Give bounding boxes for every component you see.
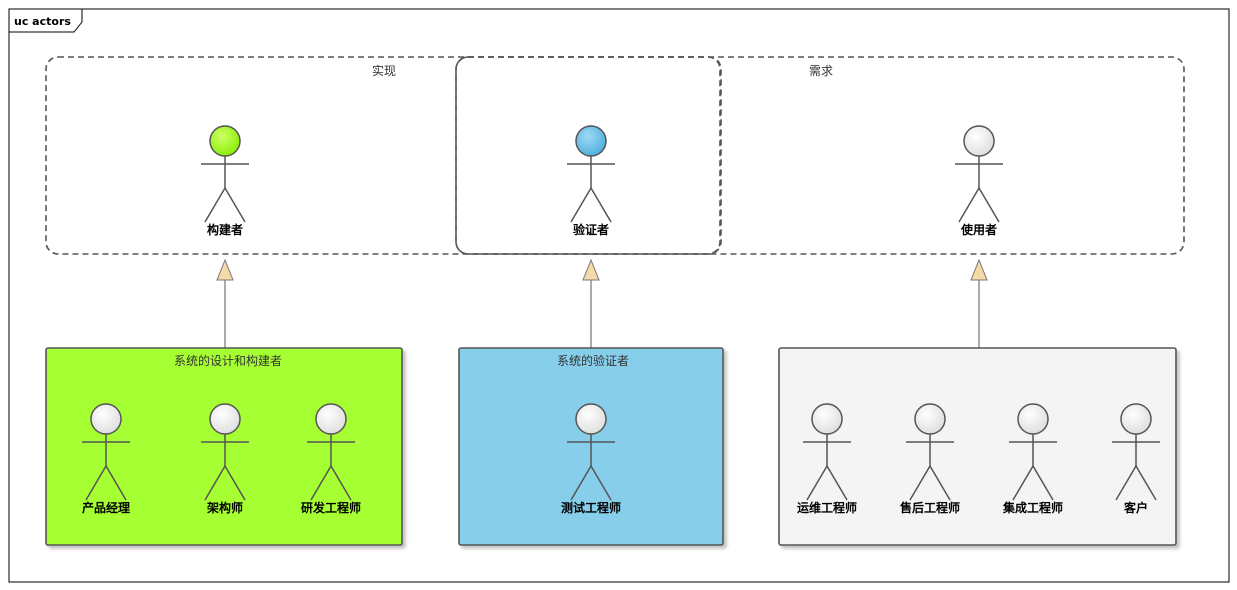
- actor-product-manager: 产品经理: [82, 403, 130, 515]
- actor-label: 架构师: [206, 500, 243, 515]
- boundary-requirement: 需求: [455, 56, 1185, 255]
- actor-label-user: 使用者: [960, 222, 997, 237]
- actor-user: 使用者: [955, 125, 1003, 237]
- actor-rd-engineer: 研发工程师: [301, 403, 361, 515]
- actor-test-engineer: 测试工程师: [561, 403, 621, 515]
- actor-label-builder: 构建者: [207, 222, 243, 237]
- actor-label: 售后工程师: [900, 500, 960, 515]
- actor-label: 客户: [1123, 500, 1148, 515]
- boundary-title-implementation: 实现: [372, 63, 396, 78]
- actor-ops-engineer: 运维工程师: [797, 403, 857, 515]
- actor-label: 产品经理: [82, 500, 130, 515]
- actor-customer: 客户: [1112, 403, 1160, 515]
- actor-label: 测试工程师: [561, 500, 621, 515]
- actor-label: 集成工程师: [1002, 500, 1063, 515]
- boundary-implementation: 实现: [45, 56, 721, 255]
- group-title-design-build: 系统的设计和构建者: [174, 353, 282, 368]
- frame-title: uc actors: [14, 15, 71, 28]
- actor-builder: 构建者: [201, 125, 249, 237]
- group-use: [778, 347, 1177, 546]
- actor-after-sales-engineer: 售后工程师: [900, 403, 960, 515]
- actor-label: 运维工程师: [797, 500, 857, 515]
- actor-architect: 架构师: [201, 403, 249, 515]
- generalization-arrow-builder: [216, 258, 234, 348]
- actor-label-verifier: 验证者: [573, 222, 609, 237]
- generalization-arrow-user: [970, 258, 988, 348]
- actor-verifier: 验证者: [567, 125, 615, 237]
- actor-integration-engineer: 集成工程师: [1002, 403, 1063, 515]
- group-title-verify: 系统的验证者: [557, 353, 629, 368]
- actor-label: 研发工程师: [301, 500, 361, 515]
- generalization-arrow-verifier: [582, 258, 600, 348]
- group-design-build: 系统的设计和构建者: [45, 347, 403, 546]
- diagram-frame: uc actors: [8, 8, 1230, 583]
- boundary-title-requirement: 需求: [809, 64, 833, 78]
